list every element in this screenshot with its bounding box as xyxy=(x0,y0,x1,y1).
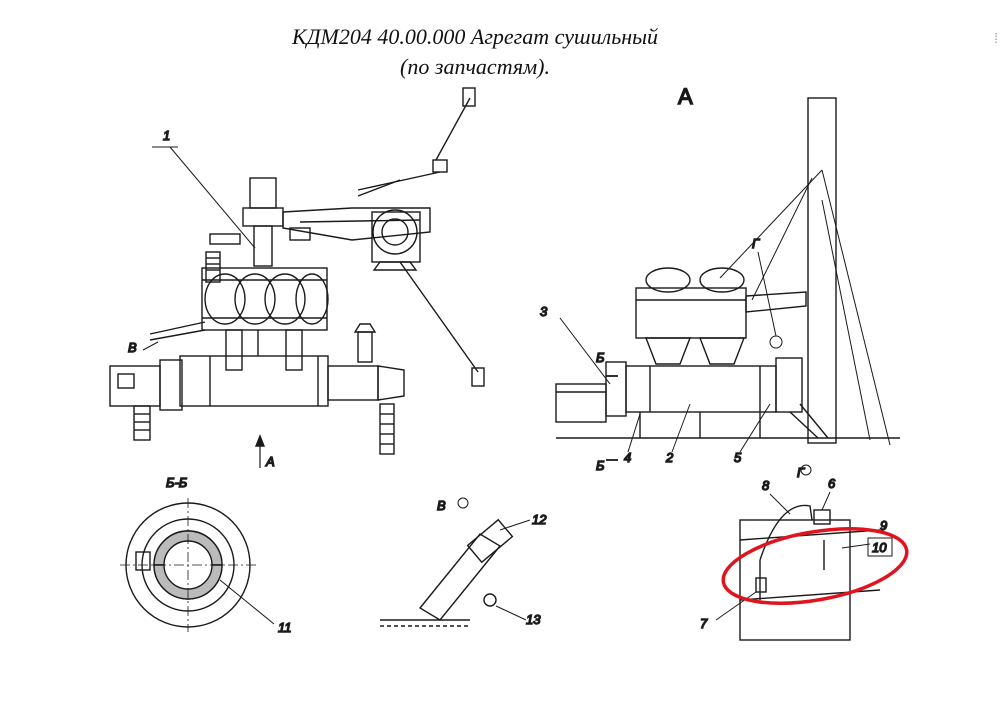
side-label-5: 5 xyxy=(734,450,742,465)
section-bb-title: Б-Б xyxy=(166,475,188,490)
detail-g-title: Г xyxy=(797,465,805,480)
detail-g-label-6: 6 xyxy=(828,476,836,491)
main-view xyxy=(109,87,485,468)
edge-mark: ⁞ xyxy=(994,30,998,46)
drawing-title: КДМ204 40.00.000 Агрегат сушильный (по з… xyxy=(0,22,950,82)
detail-g-label-7: 7 xyxy=(700,616,708,631)
detail-g-label-9: 9 xyxy=(880,518,887,533)
section-mark-top: Б xyxy=(596,350,605,365)
section-bb xyxy=(120,498,275,632)
section-mark-bottom: Б xyxy=(596,458,605,473)
side-view xyxy=(555,97,900,461)
title-line-1: КДМ204 40.00.000 Агрегат сушильный xyxy=(291,24,659,49)
detail-v-label-13: 13 xyxy=(526,612,541,627)
highlight-ellipse xyxy=(721,527,909,605)
leader-label-1: 1 xyxy=(163,128,170,143)
detail-ref-v: В xyxy=(128,340,137,355)
side-label-4: 4 xyxy=(624,450,631,465)
side-label-3: 3 xyxy=(540,304,548,319)
view-arrow-label: А xyxy=(265,454,275,469)
section-bb-label-11: 11 xyxy=(278,620,292,635)
detail-v-label-12: 12 xyxy=(532,512,547,527)
detail-ref-g: Г xyxy=(752,236,760,251)
detail-g xyxy=(715,464,893,641)
side-label-2: 2 xyxy=(665,450,674,465)
side-view-title: А xyxy=(678,84,693,109)
title-line-2: (по запчастям). xyxy=(400,54,550,79)
detail-g-label-10: 10 xyxy=(872,540,887,555)
detail-v-title: В xyxy=(437,498,446,513)
detail-g-label-8: 8 xyxy=(762,478,770,493)
detail-v xyxy=(380,497,531,627)
